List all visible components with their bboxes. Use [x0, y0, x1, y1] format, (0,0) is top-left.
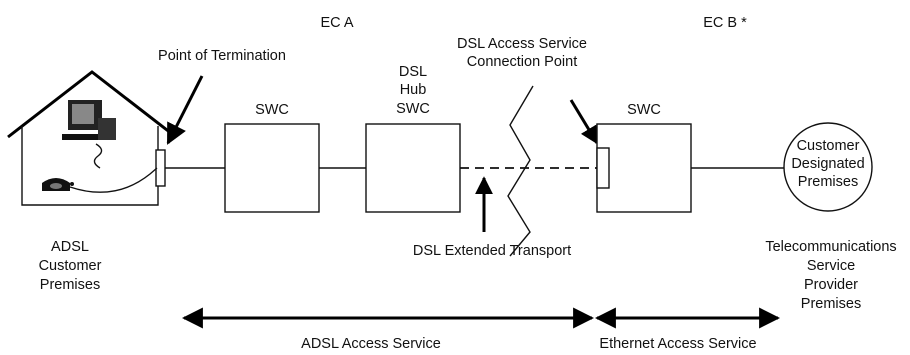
dsl-extended-transport-label: DSL Extended Transport	[413, 243, 571, 259]
cdp-line-3: Premises	[798, 174, 858, 190]
point-of-termination-port	[155, 149, 166, 187]
computer-icon	[62, 100, 116, 169]
cdp-line-1: Customer	[797, 138, 860, 154]
tsp-line-4: Premises	[801, 296, 861, 312]
adsl-label: ADSL	[51, 239, 89, 255]
adsl-access-service-label: ADSL Access Service	[301, 336, 441, 352]
ethernet-access-service-label: Ethernet Access Service	[599, 336, 756, 352]
tsp-line-1: Telecommunications	[765, 239, 896, 255]
telephone-icon	[42, 178, 74, 191]
swc-box-1	[224, 123, 320, 213]
house-icon	[7, 70, 177, 206]
hub-label: Hub	[400, 82, 427, 98]
ec-b-label: EC B *	[703, 15, 747, 31]
swc-1-label: SWC	[255, 102, 289, 118]
cdp-line-2: Designated	[791, 156, 864, 172]
zigzag-break-icon	[507, 85, 534, 257]
swc-2-label: SWC	[627, 102, 661, 118]
customer-designated-premises-circle	[783, 122, 873, 212]
connection-point-label: Connection Point	[467, 54, 577, 70]
ec-a-label: EC A	[320, 15, 353, 31]
tsp-line-2: Service	[807, 258, 855, 274]
dsl-access-service-label: DSL Access Service	[457, 36, 587, 52]
tsp-line-3: Provider	[804, 277, 858, 293]
hub-swc-label: SWC	[396, 101, 430, 117]
dsl-hub-swc-box	[365, 123, 461, 213]
connection-point-port	[596, 147, 610, 189]
swc-box-2	[596, 123, 692, 213]
dsl-label: DSL	[399, 64, 427, 80]
customer-label: Customer	[39, 258, 102, 274]
premises-label: Premises	[40, 277, 100, 293]
point-of-termination-label: Point of Termination	[158, 48, 286, 64]
